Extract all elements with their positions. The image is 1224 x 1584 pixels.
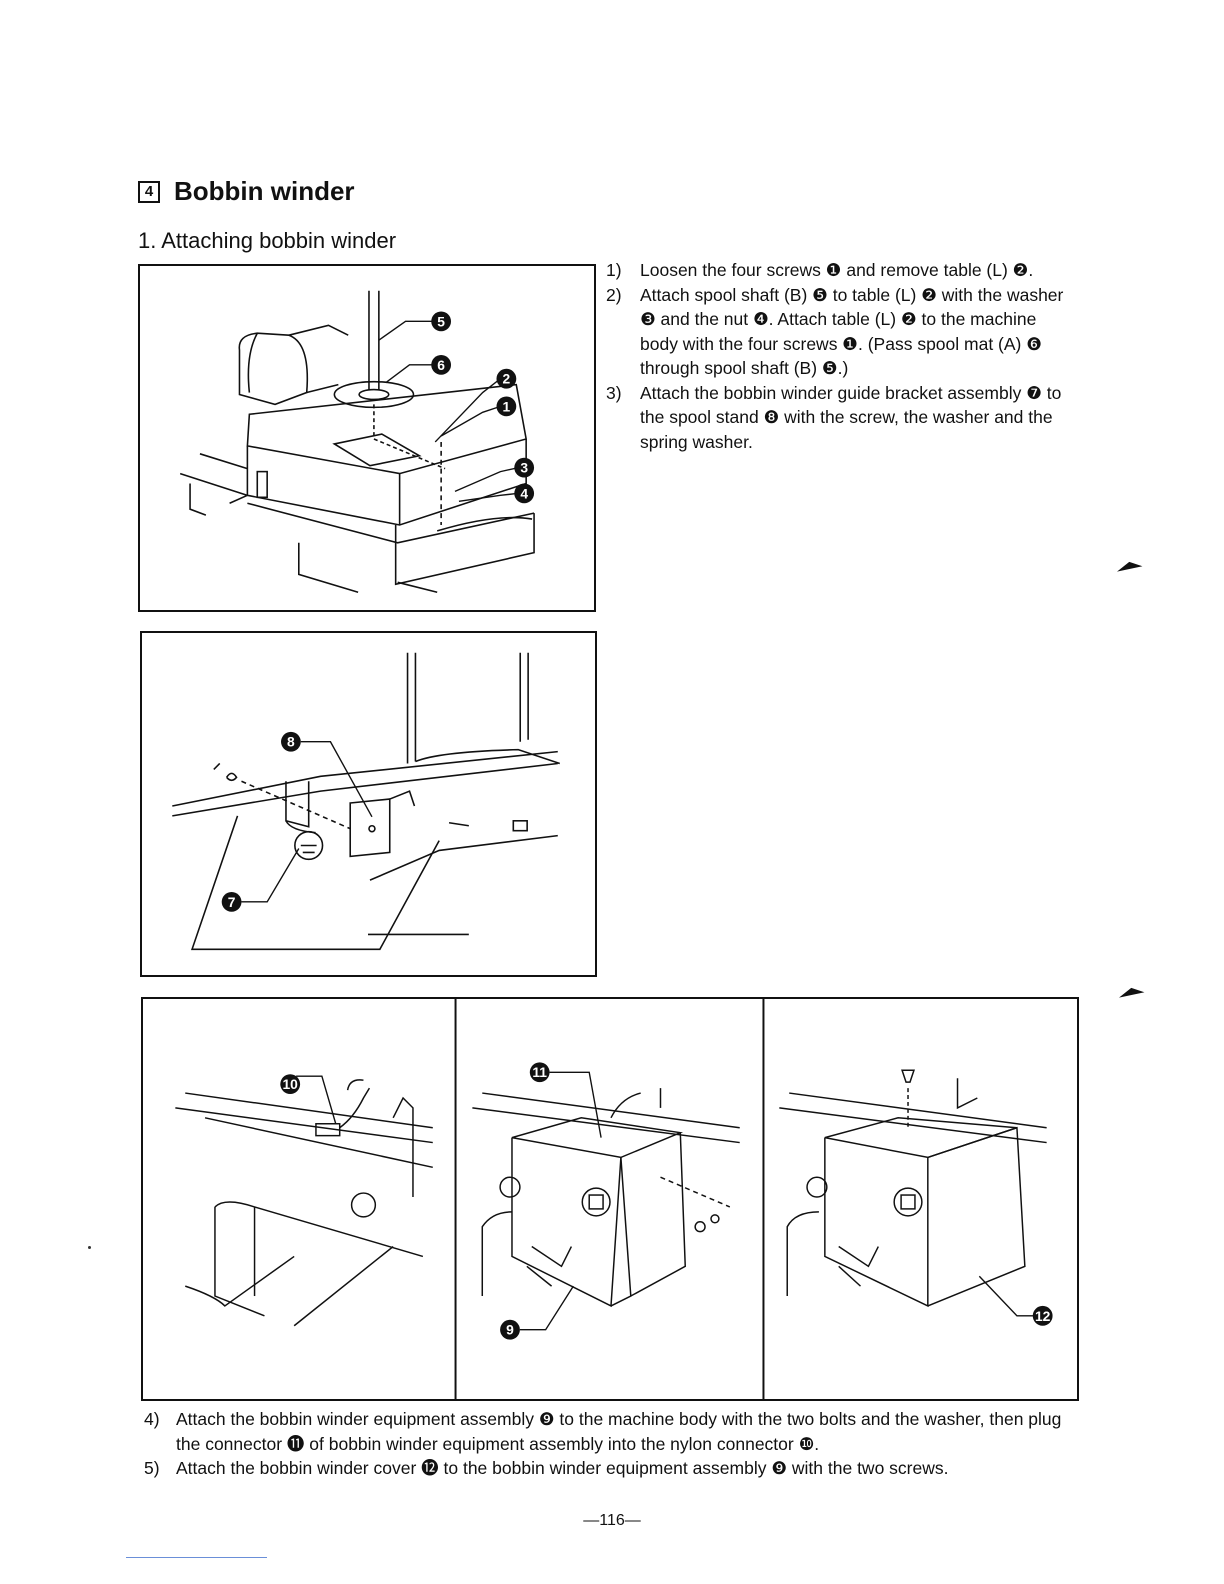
callout-2-label: 2 xyxy=(503,371,511,387)
scan-speck xyxy=(88,1246,91,1249)
instruction-step: 2) Attach spool shaft (B) ❺ to table (L)… xyxy=(606,283,1074,381)
instructions-4-to-5: 4) Attach the bobbin winder equipment as… xyxy=(144,1407,1074,1481)
section-title: Bobbin winder xyxy=(174,176,355,206)
callout-8 xyxy=(281,731,301,752)
instruction-step: 3) Attach the bobbin winder guide bracke… xyxy=(606,381,1074,455)
callout-11 xyxy=(529,1062,550,1083)
callout-3-label: 3 xyxy=(520,460,528,476)
step-text: Loosen the four screws ❶ and remove tabl… xyxy=(640,260,1034,280)
callout-2 xyxy=(496,368,517,389)
instruction-step: 1) Loosen the four screws ❶ and remove t… xyxy=(606,258,1074,283)
callout-9 xyxy=(500,1319,520,1340)
callout-12-label: 12 xyxy=(1035,1308,1051,1324)
guide-bracket-illustration: 8 7 xyxy=(172,652,561,951)
section-number-box: 4 xyxy=(138,180,160,203)
step-number: 2) xyxy=(606,284,622,305)
callout-7 xyxy=(221,891,242,912)
step-text: Attach the bobbin winder cover ⓬ to the … xyxy=(176,1458,949,1478)
callout-7-label: 7 xyxy=(228,894,236,910)
callout-6 xyxy=(431,354,452,375)
winder-assembly-illustration: 10 11 9 xyxy=(175,999,1053,1399)
figure-winder-assembly-row: 10 11 9 xyxy=(141,997,1079,1401)
footer-rule xyxy=(126,1557,267,1558)
step-number: 1) xyxy=(606,260,622,280)
instructions-1-to-3: 1) Loosen the four screws ❶ and remove t… xyxy=(606,258,1074,454)
callout-1 xyxy=(496,396,517,417)
section-heading: 4 Bobbin winder xyxy=(138,176,355,207)
callout-9-label: 9 xyxy=(506,1322,514,1338)
callout-5-label: 5 xyxy=(437,313,445,329)
callout-1-label: 1 xyxy=(503,398,511,414)
callout-4 xyxy=(514,483,535,504)
callout-12 xyxy=(1032,1305,1053,1326)
instruction-step: 5) Attach the bobbin winder cover ⓬ to t… xyxy=(144,1456,1074,1481)
step-text: Attach the bobbin winder equipment assem… xyxy=(176,1409,1062,1454)
callout-11-label: 11 xyxy=(532,1064,547,1080)
figure-guide-bracket: 8 7 xyxy=(140,631,597,977)
callout-8-label: 8 xyxy=(287,734,295,750)
step-number: 3) xyxy=(606,382,622,403)
step-text: Attach the bobbin winder guide bracket a… xyxy=(640,382,1062,452)
instruction-step: 4) Attach the bobbin winder equipment as… xyxy=(144,1407,1074,1456)
step-number: 4) xyxy=(144,1409,160,1429)
callout-5 xyxy=(431,311,452,332)
callout-3 xyxy=(514,457,535,478)
spool-shaft-illustration: 5 6 2 1 3 4 xyxy=(179,290,535,593)
scan-mark xyxy=(1115,559,1143,572)
step-text: Attach spool shaft (B) ❺ to table (L) ❷ … xyxy=(640,284,1064,379)
callout-6-label: 6 xyxy=(437,357,445,373)
scan-mark xyxy=(1117,985,1145,998)
callout-4-label: 4 xyxy=(520,485,528,501)
subsection-title: 1. Attaching bobbin winder xyxy=(138,228,397,253)
page-number: —116— xyxy=(583,1512,641,1529)
step-number: 5) xyxy=(144,1458,160,1478)
callout-10-label: 10 xyxy=(282,1076,298,1092)
callout-10 xyxy=(280,1074,301,1095)
figure-spool-shaft: 5 6 2 1 3 4 xyxy=(138,264,596,612)
